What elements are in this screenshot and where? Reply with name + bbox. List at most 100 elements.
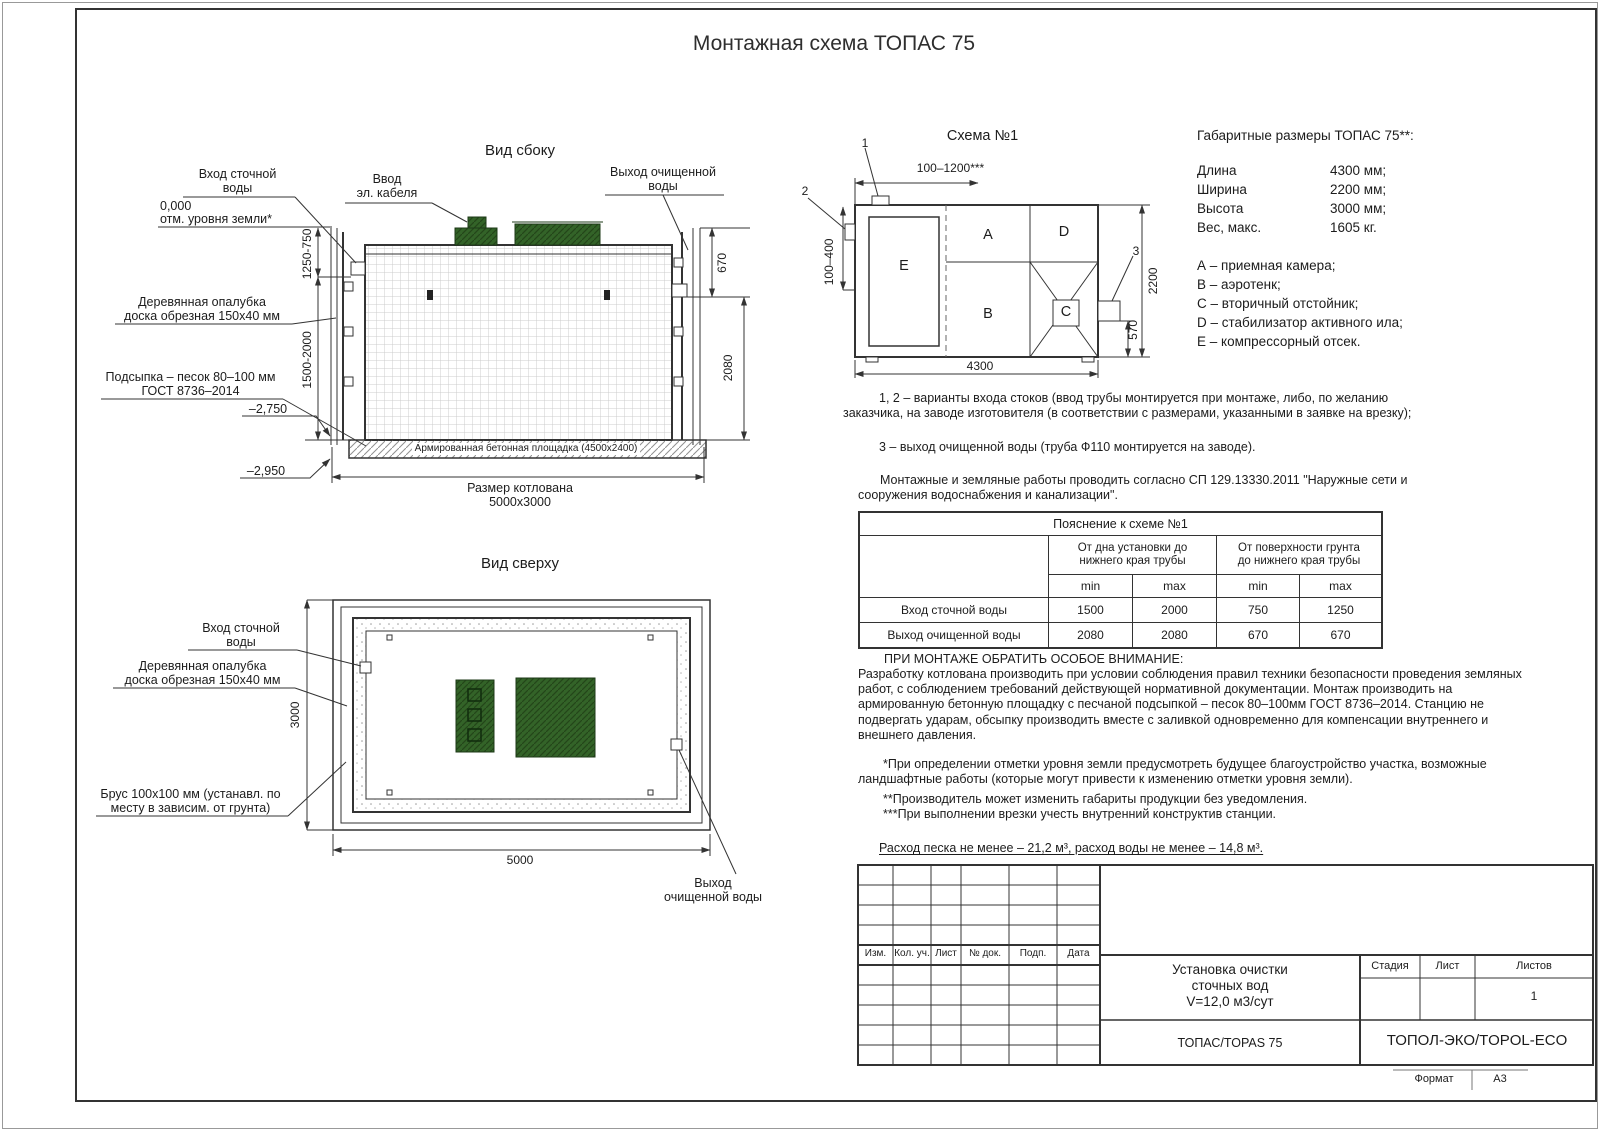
dim-3000: 3000 bbox=[288, 701, 303, 729]
table-group-1: От дна установки до нижнего края трубы bbox=[1048, 535, 1217, 575]
callout-3: 3 bbox=[1132, 244, 1140, 258]
overall-label-width: Ширина bbox=[1197, 182, 1247, 197]
table-corner-cell bbox=[858, 535, 1049, 598]
table-max-1: max bbox=[1132, 574, 1217, 598]
chamber-e: Е bbox=[899, 258, 909, 274]
legend-line-b: В – аэротенк; bbox=[1197, 277, 1281, 292]
table-row-outlet-c3: 670 bbox=[1216, 622, 1300, 649]
top-view-title: Вид сверху bbox=[480, 555, 560, 572]
side-view-cable-label: Ввод эл. кабеля bbox=[356, 172, 418, 201]
schema-title: Схема №1 bbox=[946, 128, 1019, 144]
consumption-note: Расход песка не менее – 21,2 м³, расход … bbox=[879, 841, 1264, 855]
legend-line-a: А – приемная камера; bbox=[1197, 258, 1336, 273]
legend-line-e: Е – компрессорный отсек. bbox=[1197, 334, 1361, 349]
level-mark-2950: –2,950 bbox=[246, 464, 286, 478]
chamber-a: А bbox=[983, 227, 993, 243]
schema-drawing bbox=[807, 147, 1150, 378]
attention-title: ПРИ МОНТАЖЕ ОБРАТИТЬ ОСОБОЕ ВНИМАНИЕ: bbox=[884, 652, 1184, 666]
overall-value-length: 4300 мм; bbox=[1330, 163, 1387, 178]
level-mark-2750: –2,750 bbox=[248, 402, 288, 416]
top-view-formwork-label: Деревянная опалубка доска обрезная 150х4… bbox=[124, 659, 281, 688]
pit-size-label: Размер котлована 5000х3000 bbox=[467, 481, 573, 510]
dim-4300: 4300 bbox=[966, 359, 994, 373]
top-view-drawing bbox=[96, 599, 737, 875]
overall-label-length: Длина bbox=[1197, 163, 1237, 178]
company-label: ТОПОЛ-ЭКО/TOPOL-ECO bbox=[1386, 1032, 1568, 1049]
table-row-inlet-label: Вход сточной воды bbox=[858, 597, 1049, 623]
product-line-2: сточных вод bbox=[1191, 978, 1269, 993]
side-view-title: Вид сбоку bbox=[485, 142, 555, 159]
overall-label-weight: Вес, макс. bbox=[1197, 220, 1262, 235]
product-line-1: Установка очистки bbox=[1172, 962, 1288, 977]
top-view-inlet-label: Вход сточной воды bbox=[202, 621, 280, 650]
note-2: 3 – выход очищенной воды (труба Ф110 мон… bbox=[879, 440, 1256, 454]
table-row-inlet-c1: 1500 bbox=[1048, 597, 1133, 623]
table-row-outlet-c2: 2080 bbox=[1132, 622, 1217, 649]
dim-2080: 2080 bbox=[721, 354, 736, 382]
overall-value-width: 2200 мм; bbox=[1330, 182, 1387, 197]
ground-level-label: отм. уровня земли* bbox=[160, 212, 273, 226]
table-group-2: От поверхности грунта до нижнего края тр… bbox=[1216, 535, 1383, 575]
note-3: Монтажные и земляные работы проводить со… bbox=[858, 473, 1408, 502]
top-view-outlet-label: Выход очищенной воды bbox=[664, 876, 762, 905]
sheets-value: 1 bbox=[1530, 989, 1538, 1003]
format-label: Формат bbox=[1414, 1073, 1454, 1085]
sheets-label: Листов bbox=[1516, 960, 1552, 972]
stage-label: Стадия bbox=[1371, 960, 1409, 972]
overall-dims-title: Габаритные размеры ТОПАС 75**: bbox=[1197, 128, 1414, 143]
title-block-grid bbox=[857, 864, 1594, 1090]
table-row-inlet-c4: 1250 bbox=[1299, 597, 1383, 623]
table-row-outlet-label: Выход очищенной воды bbox=[858, 622, 1049, 649]
pipe-depth-table: Пояснение к схеме №1 От дна установки до… bbox=[858, 511, 1383, 649]
titleblock-col-ndok: № док. bbox=[968, 948, 1002, 959]
dim-100-400: 100–400 bbox=[822, 238, 837, 286]
footnote-3: ***При выполнении врезки учесть внутренн… bbox=[883, 807, 1277, 821]
chamber-b: В bbox=[983, 306, 993, 322]
sand-bed-label: Подсыпка – песок 80–100 мм ГОСТ 8736–201… bbox=[105, 370, 276, 399]
dim-5000: 5000 bbox=[506, 853, 534, 867]
dim-2200: 2200 bbox=[1146, 267, 1161, 295]
formwork-label: Деревянная опалубка доска обрезная 150х4… bbox=[124, 295, 280, 324]
table-min-1: min bbox=[1048, 574, 1133, 598]
dim-100-1200: 100–1200*** bbox=[916, 161, 985, 175]
side-view-dimensions bbox=[101, 194, 750, 483]
titleblock-col-izm: Изм. bbox=[864, 948, 887, 959]
side-view-inlet-label: Вход сточной воды bbox=[198, 167, 277, 196]
dim-1500-2000: 1500-2000 bbox=[300, 331, 315, 389]
legend-line-c: С – вторичный отстойник; bbox=[1197, 296, 1359, 311]
sheet-frame bbox=[75, 8, 1597, 1102]
titleblock-col-koluch: Кол. уч. bbox=[894, 948, 930, 959]
chamber-c: С bbox=[1060, 304, 1072, 320]
beam-label: Брус 100х100 мм (устанавл. по месту в за… bbox=[100, 787, 281, 816]
table-max-2: max bbox=[1299, 574, 1383, 598]
dim-570: 570 bbox=[1126, 319, 1141, 340]
format-value: А3 bbox=[1493, 1073, 1507, 1085]
dim-1250-750: 1250-750 bbox=[300, 228, 315, 280]
titleblock-col-data: Дата bbox=[1067, 948, 1090, 959]
legend-line-d: D – стабилизатор активного ила; bbox=[1197, 315, 1403, 330]
dim-670: 670 bbox=[715, 252, 730, 273]
titleblock-col-list: Лист bbox=[935, 948, 957, 959]
table-row-outlet-c4: 670 bbox=[1299, 622, 1383, 649]
model-label: ТОПАС/TOPAS 75 bbox=[1177, 1036, 1283, 1050]
table-row-outlet-c1: 2080 bbox=[1048, 622, 1133, 649]
footnote-2: **Производитель может изменить габариты … bbox=[883, 792, 1308, 806]
sheet-label: Лист bbox=[1435, 960, 1460, 972]
overall-value-weight: 1605 кг. bbox=[1330, 220, 1377, 235]
attention-body: Разработку котлована производить при усл… bbox=[858, 667, 1522, 742]
table-min-2: min bbox=[1216, 574, 1300, 598]
callout-1: 1 bbox=[861, 136, 869, 150]
footnote-1: *При определении отметки уровня земли пр… bbox=[858, 757, 1487, 786]
concrete-pad-label: Армированная бетонная площадка (4500х240… bbox=[412, 443, 640, 455]
table-row-inlet-c2: 2000 bbox=[1132, 597, 1217, 623]
titleblock-col-podp: Подп. bbox=[1019, 948, 1047, 959]
overall-value-height: 3000 мм; bbox=[1330, 201, 1387, 216]
overall-label-height: Высота bbox=[1197, 201, 1244, 216]
side-view-drawing bbox=[330, 216, 707, 459]
side-view-outlet-label: Выход очищенной воды bbox=[610, 165, 716, 194]
table-row-inlet-c3: 750 bbox=[1216, 597, 1300, 623]
page-title: Монтажная схема ТОПАС 75 bbox=[692, 32, 976, 55]
chamber-d: D bbox=[1058, 224, 1070, 240]
